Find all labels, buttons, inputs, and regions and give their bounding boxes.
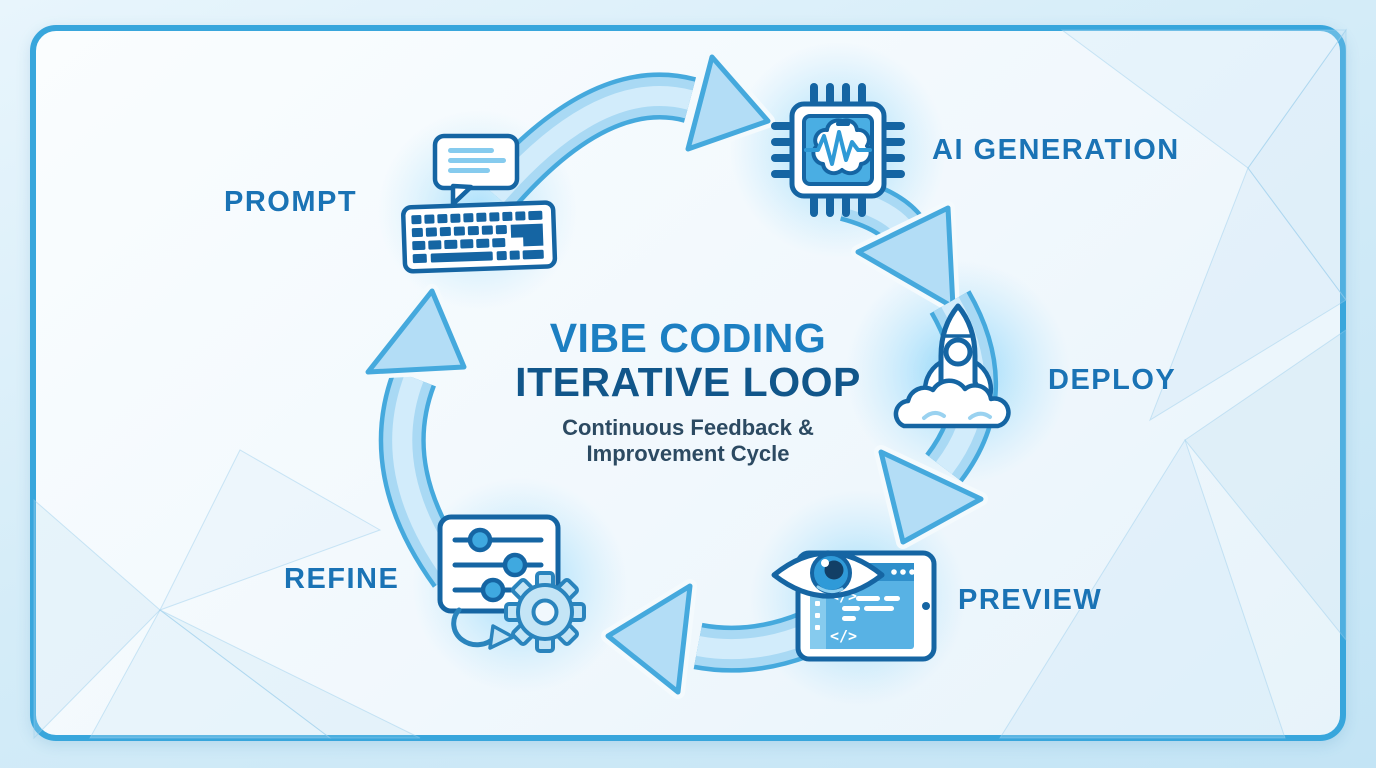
- keyboard-icon: [401, 200, 558, 274]
- gear-icon: [504, 571, 586, 653]
- eye-icon: [771, 550, 885, 599]
- code-glyph: </>: [830, 627, 857, 645]
- diagram-title-line2: ITERATIVE LOOP: [515, 359, 861, 406]
- speech-bubble-icon: [432, 133, 520, 207]
- background-facets: [33, 28, 1347, 740]
- sliders-gear-icon: [437, 514, 586, 653]
- waveform-icon: [804, 130, 872, 166]
- rocket-window: [943, 337, 973, 367]
- step-label-preview: PREVIEW: [958, 584, 1103, 616]
- step-label-prompt: PROMPT: [224, 186, 358, 218]
- sliders-panel-icon: [437, 514, 561, 614]
- center-title-block: VIBE CODING ITERATIVE LOOP Continuous Fe…: [428, 316, 948, 468]
- arrow-refine-to-prompt: [361, 284, 472, 588]
- eye-code-window-icon: </> </>: [771, 550, 937, 662]
- step-label-refine: REFINE: [284, 563, 400, 595]
- diagram-title-line1: VIBE CODING: [549, 315, 827, 361]
- diagram-subtitle-line2: Improvement Cycle: [586, 441, 790, 467]
- arrow-ai-to-deploy: [839, 175, 960, 314]
- keyboard-chat-icon: [401, 133, 558, 274]
- arrow-prompt-to-ai: [478, 50, 775, 212]
- refresh-arrow-icon: [451, 607, 515, 650]
- step-label-ai-generation: AI GENERATION: [932, 134, 1180, 166]
- ai-chip-brain-icon: [771, 83, 905, 217]
- rocket-launch-icon: [893, 303, 1011, 429]
- step-label-deploy: DEPLOY: [1048, 364, 1177, 396]
- chip-pins: [771, 83, 905, 217]
- diagram-subtitle-line1: Continuous Feedback &: [562, 414, 814, 440]
